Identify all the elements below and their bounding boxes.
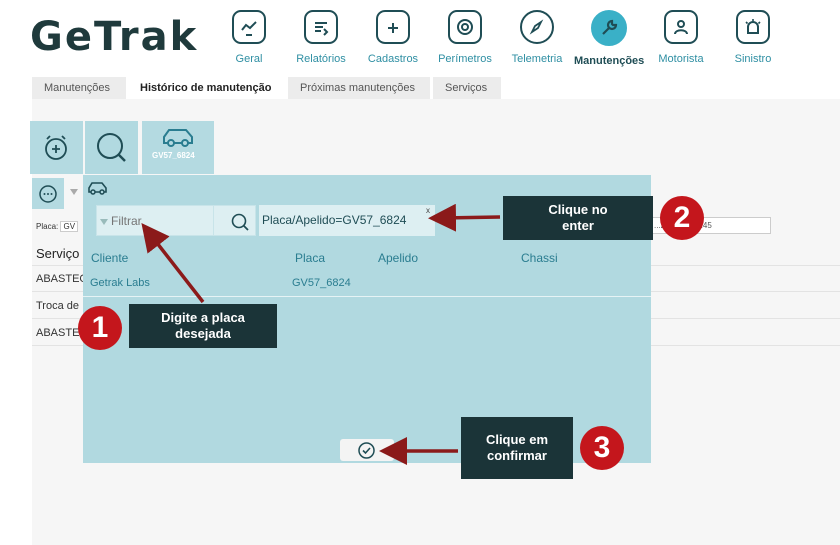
step-3-callout: Clique em confirmar — [461, 417, 573, 479]
monitor-chart-icon — [232, 10, 266, 44]
tab-manutencoes[interactable]: Manutenções — [32, 77, 126, 99]
tab-historico[interactable]: Histórico de manutenção — [128, 77, 284, 99]
nav-relatorios[interactable]: Relatórios — [286, 10, 356, 65]
add-alarm-button[interactable] — [30, 121, 83, 174]
step-2-marker: 2 — [660, 196, 704, 240]
step-1-callout: Digite a placa desejada — [129, 304, 277, 348]
siren-icon — [736, 10, 770, 44]
nav-label: Relatórios — [296, 53, 346, 65]
nav-label: Geral — [235, 53, 263, 65]
step-2-text-line1: Clique no — [548, 202, 608, 217]
close-icon[interactable]: x — [426, 206, 430, 215]
step-1-text-line1: Digite a placa — [161, 310, 245, 325]
step-3-marker: 3 — [580, 426, 624, 470]
step-1-marker: 1 — [78, 306, 122, 350]
nav-label: Cadastros — [367, 53, 419, 65]
step-2-text-line2: enter — [562, 218, 594, 233]
arrow-to-filter — [141, 222, 205, 304]
filter-box — [96, 205, 256, 236]
step-3-text-line1: Clique em — [485, 432, 549, 447]
folder-plus-icon — [376, 10, 410, 44]
nav-perimetros[interactable]: Perímetros — [430, 10, 500, 65]
check-circle-icon — [358, 442, 375, 459]
result-placa[interactable]: GV57_6824 — [292, 277, 351, 289]
more-options-button[interactable] — [32, 178, 64, 209]
target-icon — [448, 10, 482, 44]
plate-filter-label: Placa: GV — [36, 221, 79, 232]
column-header-placa[interactable]: Placa — [295, 251, 326, 265]
search-icon[interactable] — [229, 211, 251, 233]
tab-servicos[interactable]: Serviços — [433, 77, 501, 99]
step-1-text-line2: desejada — [175, 326, 231, 341]
nav-label: Motorista — [658, 53, 704, 65]
vehicle-tile[interactable] — [142, 121, 214, 174]
step-3-text-line2: confirmar — [487, 448, 547, 463]
ellipsis-circle-icon — [39, 185, 57, 203]
column-header-chassi[interactable]: Chassi — [521, 251, 558, 265]
caret-down-icon[interactable] — [68, 186, 80, 198]
nav-manutencoes[interactable]: Manutenções — [574, 10, 644, 67]
wrench-icon — [591, 10, 627, 46]
plate-filter-caption: Placa: — [36, 222, 59, 231]
tab-proximas[interactable]: Próximas manutenções — [288, 77, 430, 99]
report-icon — [304, 10, 338, 44]
vehicle-plate-label: GV57_6824 — [152, 151, 195, 160]
compass-icon — [520, 10, 554, 44]
nav-geral[interactable]: Geral — [214, 10, 284, 65]
result-row-divider — [83, 296, 651, 297]
arrow-to-tag — [428, 203, 501, 232]
driver-icon — [664, 10, 698, 44]
nav-label: Sinistro — [734, 53, 772, 65]
search-tile-button[interactable] — [85, 121, 138, 174]
nav-cadastros[interactable]: Cadastros — [358, 10, 428, 65]
nav-sinistro[interactable]: Sinistro — [718, 10, 788, 65]
plate-filter-input[interactable]: GV — [60, 221, 79, 232]
nav-telemetria[interactable]: Telemetria — [502, 10, 572, 65]
result-cliente[interactable]: Getrak Labs — [90, 277, 150, 289]
column-header-cliente[interactable]: Cliente — [91, 251, 129, 265]
filter-divider — [213, 205, 214, 236]
step-2-callout: Clique no enter — [503, 196, 653, 240]
getrak-logo[interactable]: GeTrak — [30, 14, 199, 60]
search-icon — [97, 133, 126, 162]
nav-label: Perímetros — [438, 53, 492, 65]
plate-filter-tag: Placa/Apelido=GV57_6824 x — [259, 205, 435, 236]
car-icon — [163, 129, 193, 147]
nav-label: Manutenções — [574, 55, 645, 67]
caret-down-icon[interactable] — [99, 217, 109, 227]
filter-input[interactable] — [111, 212, 221, 230]
alarm-plus-icon — [45, 135, 67, 160]
plate-filter-tag-text: Placa/Apelido=GV57_6824 — [262, 213, 407, 227]
column-header-apelido[interactable]: Apelido — [378, 251, 419, 265]
nav-label: Telemetria — [511, 53, 563, 65]
car-icon — [88, 182, 107, 195]
nav-motorista[interactable]: Motorista — [646, 10, 716, 65]
